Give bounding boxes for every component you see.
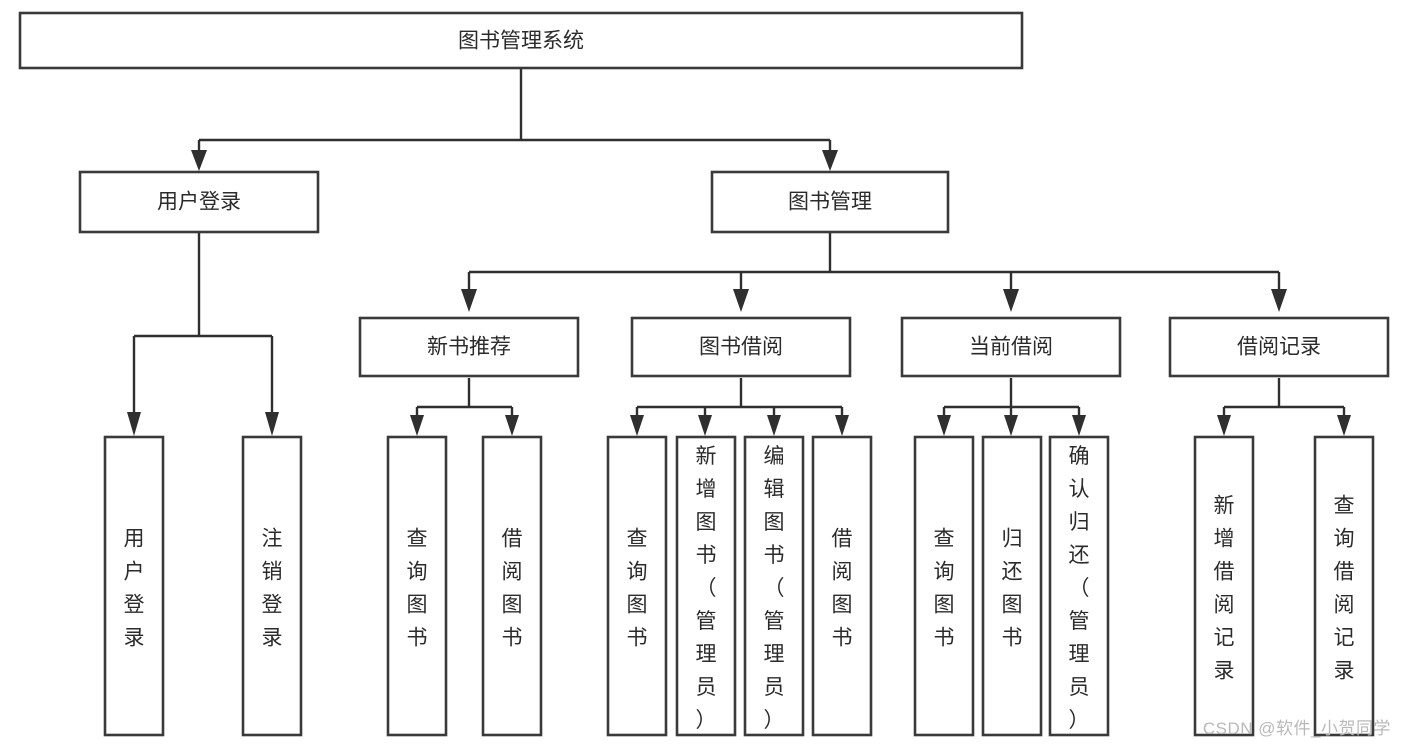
connector-group-login-children	[127, 232, 279, 436]
leaf-node-label: 确认归还（管理员）	[1069, 445, 1090, 732]
leaf-node-label: 新增图书（管理员）	[696, 445, 717, 732]
node-newbook[interactable]: 新书推荐	[358, 316, 580, 378]
leaf-node-label: 用户登录	[124, 528, 145, 650]
arrow-head-icon	[733, 289, 749, 312]
leaf-node-box[interactable]	[743, 435, 805, 737]
leaf-node-box[interactable]	[675, 435, 737, 737]
leaf-node-box[interactable]	[481, 435, 543, 737]
node-login[interactable]: 用户登录	[78, 170, 320, 234]
leaf-node[interactable]: 新增借阅记录	[1193, 435, 1255, 737]
node-login-label: 用户登录	[157, 191, 241, 214]
node-newbook-label: 新书推荐	[427, 336, 511, 359]
node-current-box[interactable]	[900, 316, 1122, 378]
leaf-node-label: 借阅图书	[502, 528, 523, 650]
csdn-watermark: CSDN @软件_小贺同学	[1202, 719, 1391, 738]
node-bookmgmt[interactable]: 图书管理	[710, 170, 950, 234]
node-bookmgmt-box[interactable]	[710, 170, 950, 234]
arrow-head-icon	[630, 415, 644, 436]
leaf-node-box[interactable]	[811, 435, 873, 737]
leaf-node-box[interactable]	[913, 435, 975, 737]
leaf-node[interactable]: 用户登录	[103, 435, 165, 737]
leaf-node[interactable]: 归还图书	[981, 435, 1043, 737]
leaf-node-label: 归还图书	[1002, 528, 1023, 650]
leaf-node[interactable]: 借阅图书	[481, 435, 543, 737]
node-login-box[interactable]	[78, 170, 320, 234]
leaf-node-label: 编辑图书（管理员）	[764, 445, 785, 732]
leaf-node[interactable]: 查询图书	[913, 435, 975, 737]
arrow-head-icon	[937, 415, 951, 436]
leaf-node[interactable]: 查询图书	[386, 435, 448, 737]
leaf-node-box[interactable]	[606, 435, 668, 737]
leaf-node-label: 查询图书	[407, 528, 428, 650]
arrow-head-icon	[767, 415, 781, 436]
leaf-node-box[interactable]	[1313, 435, 1375, 737]
arrow-head-icon	[1271, 289, 1287, 312]
leaf-node[interactable]: 查询图书	[606, 435, 668, 737]
arrow-head-icon	[127, 412, 141, 436]
leaf-node-box[interactable]	[103, 435, 165, 737]
arrow-head-icon	[822, 150, 838, 171]
leaf-node[interactable]: 查询借阅记录	[1313, 435, 1375, 737]
node-current[interactable]: 当前借阅	[900, 316, 1122, 378]
leaf-node-label: 借阅图书	[832, 528, 853, 650]
arrow-head-icon	[1003, 289, 1019, 312]
node-root-label: 图书管理系统	[458, 30, 584, 53]
arrow-head-icon	[265, 412, 279, 436]
leaf-node-box[interactable]	[241, 435, 303, 737]
arrow-head-icon	[410, 415, 424, 436]
arrow-head-icon	[698, 415, 712, 436]
leaf-node-label: 查询借阅记录	[1334, 495, 1355, 683]
node-records[interactable]: 借阅记录	[1168, 316, 1390, 378]
node-records-box[interactable]	[1168, 316, 1390, 378]
leaf-node-label: 注销登录	[262, 528, 283, 650]
node-borrow-box[interactable]	[630, 316, 852, 378]
connector-group-root-to-level1	[191, 68, 838, 171]
node-borrow[interactable]: 图书借阅	[630, 316, 852, 378]
node-newbook-box[interactable]	[358, 316, 580, 378]
connector-group-current-children	[937, 378, 1086, 436]
node-current-label: 当前借阅	[969, 336, 1053, 359]
connector-group-records-children	[1217, 378, 1351, 436]
connector-group-borrow-children	[630, 378, 849, 436]
arrow-head-icon	[505, 415, 519, 436]
leaf-node[interactable]: 新增图书（管理员）	[675, 435, 737, 737]
arrow-head-icon	[1337, 415, 1351, 436]
connector-group-bookmgmt-children	[461, 232, 1287, 312]
leaf-node-box[interactable]	[1048, 435, 1110, 737]
leaf-node-label: 新增借阅记录	[1214, 495, 1235, 683]
leaf-node-layer: 用户登录 注销登录 查询图书 借阅图书 查询图书 新增图书（管理员） 编辑图书（管理员） 借阅…	[103, 435, 1375, 737]
leaf-node-box[interactable]	[386, 435, 448, 737]
connector-group-newbook-children	[410, 378, 519, 436]
arrow-head-icon	[1217, 415, 1231, 436]
node-bookmgmt-label: 图书管理	[788, 191, 872, 214]
node-borrow-label: 图书借阅	[699, 336, 783, 359]
arrow-head-icon	[835, 415, 849, 436]
leaf-node[interactable]: 编辑图书（管理员）	[743, 435, 805, 737]
arrow-head-icon	[461, 289, 477, 312]
node-records-label: 借阅记录	[1237, 336, 1321, 359]
arrow-head-icon	[1004, 415, 1018, 436]
leaf-node-box[interactable]	[1193, 435, 1255, 737]
arrow-head-icon	[1072, 415, 1086, 436]
leaf-node-label: 查询图书	[627, 528, 648, 650]
leaf-node[interactable]: 注销登录	[241, 435, 303, 737]
leaf-node[interactable]: 借阅图书	[811, 435, 873, 737]
leaf-node[interactable]: 确认归还（管理员）	[1048, 435, 1110, 737]
leaf-node-box[interactable]	[981, 435, 1043, 737]
leaf-node-label: 查询图书	[934, 528, 955, 650]
node-root-box[interactable]	[18, 11, 1024, 70]
arrow-head-icon	[191, 150, 207, 171]
node-root[interactable]: 图书管理系统	[18, 11, 1024, 70]
